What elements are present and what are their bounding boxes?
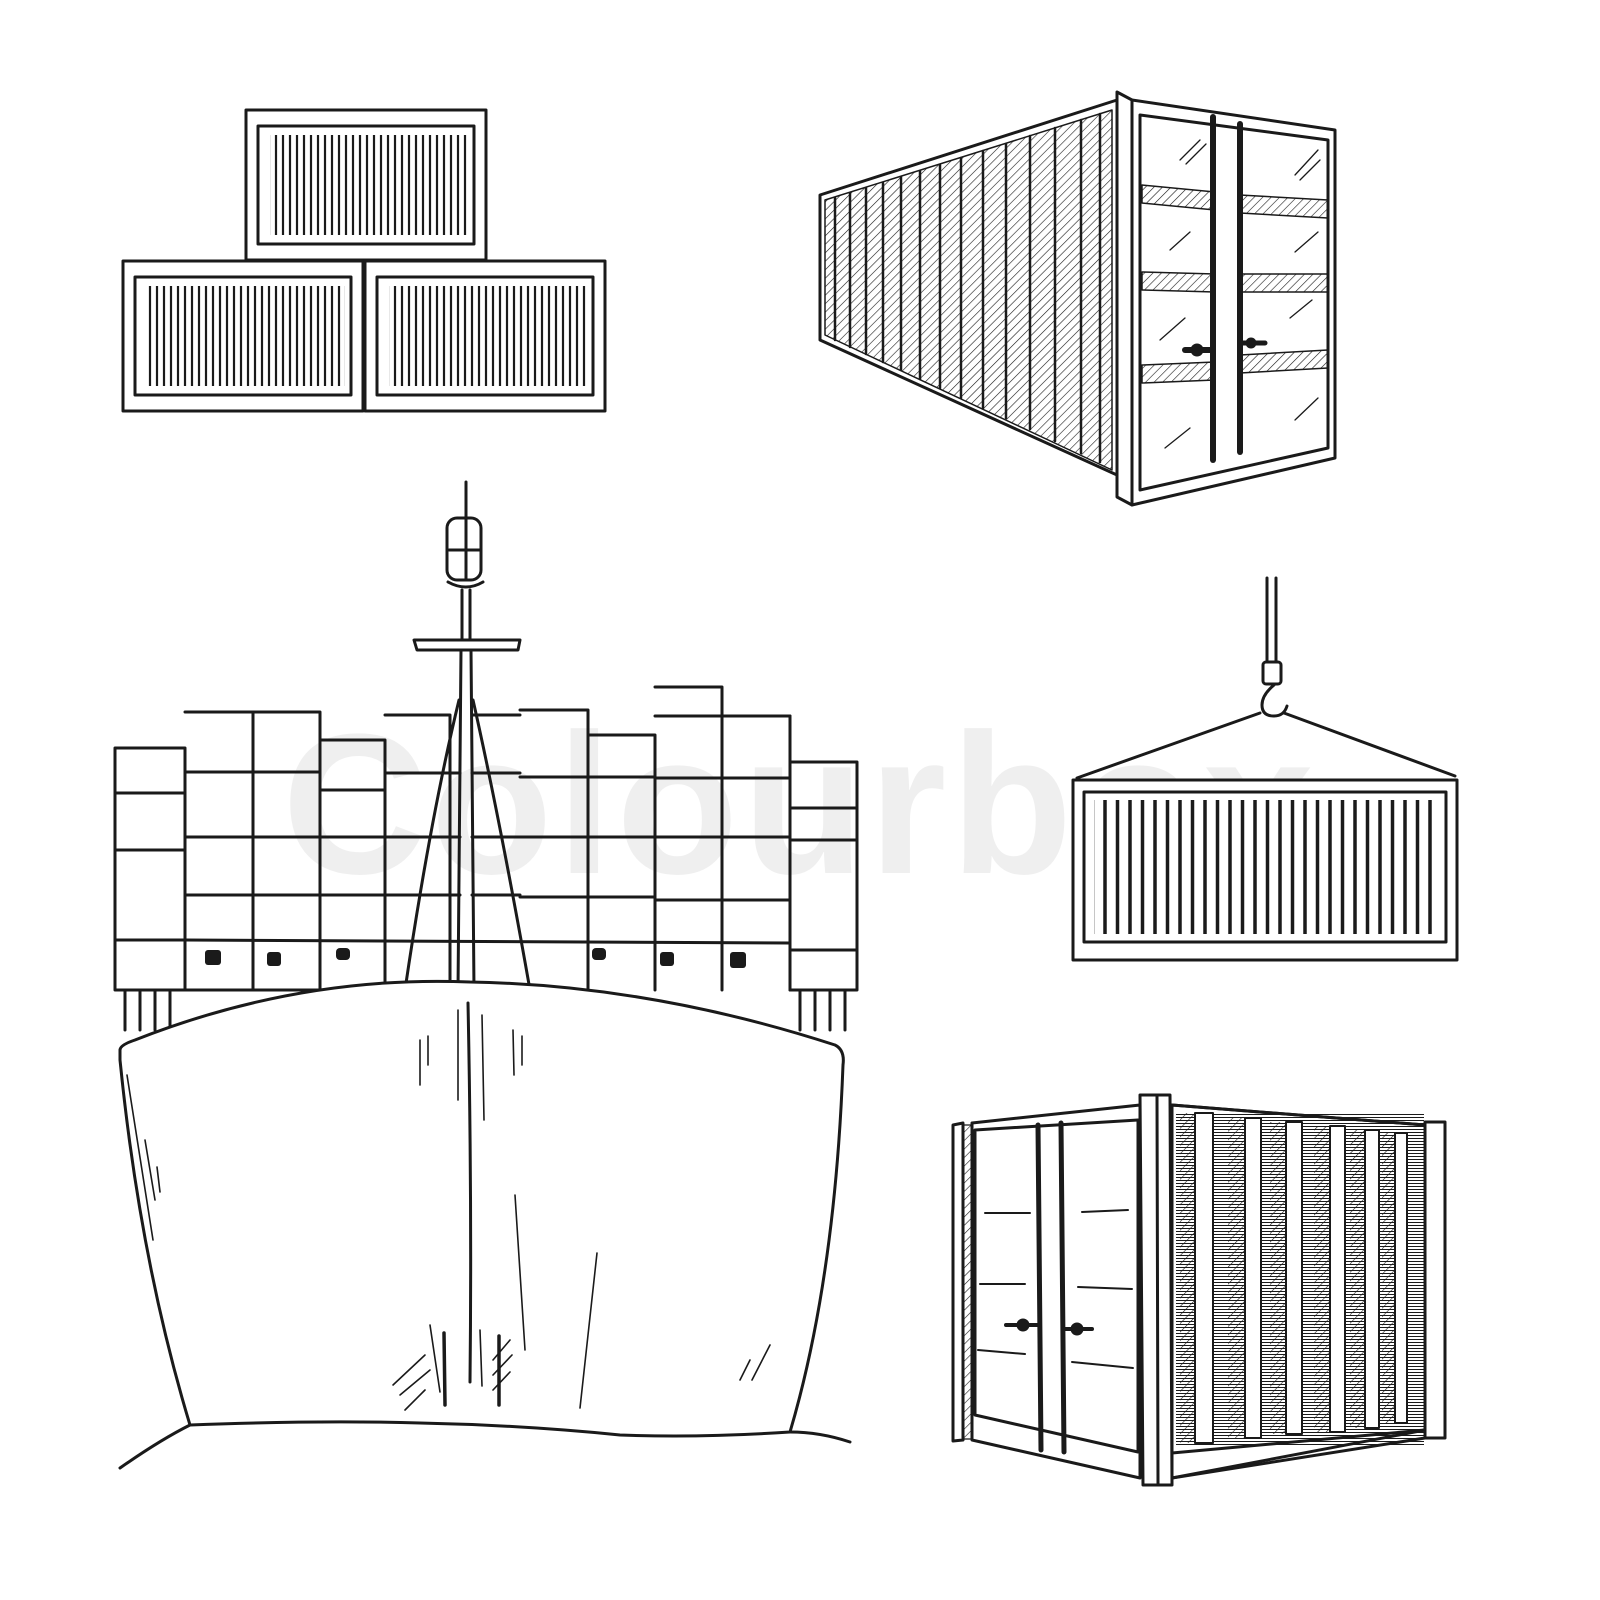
long-container-perspective xyxy=(818,90,1337,507)
short-container-perspective xyxy=(951,1093,1447,1487)
cargo-ship-front-view xyxy=(113,480,859,1470)
container-hanging-from-hook xyxy=(1071,576,1459,962)
stacked-containers xyxy=(121,108,607,413)
